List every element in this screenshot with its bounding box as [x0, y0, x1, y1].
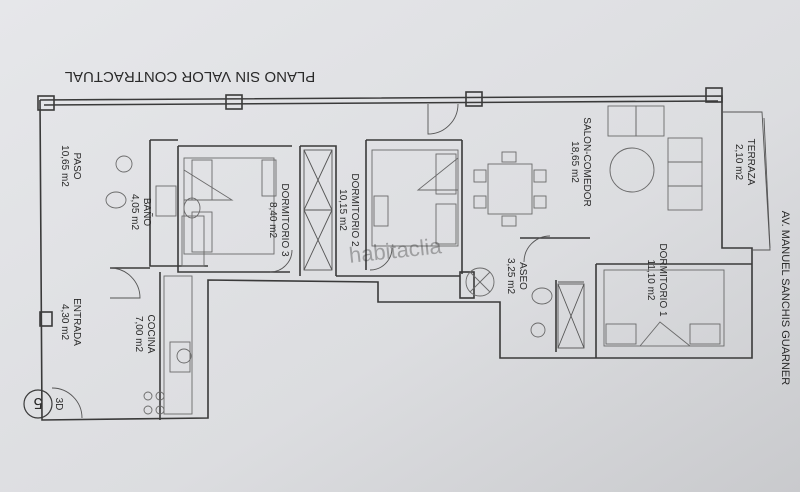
room-aseo: ASEO 3,25 m2	[505, 258, 528, 295]
room-dormitorio-3: DORMITORIO 3 8,40 m2	[267, 183, 290, 257]
room-area: 7,00 m2	[133, 316, 144, 353]
unit-number: 5	[33, 394, 42, 411]
room-bano: BAÑO 4,05 m2	[129, 194, 154, 231]
room-area: 3,25 m2	[505, 258, 516, 295]
room-name: ASEO	[517, 262, 528, 290]
room-dormitorio-2: DORMITORIO 2 10,15 m2	[337, 173, 360, 247]
wardrobes	[303, 149, 333, 271]
room-area: 2,10 m2	[733, 144, 744, 181]
room-area: 11,10 m2	[645, 260, 656, 301]
room-name: PASO	[71, 152, 82, 179]
room-salon: SALON-COMEDOR 18,65 m2	[569, 117, 592, 206]
room-name: SALON-COMEDOR	[581, 117, 592, 206]
room-cocina: COCINA 7,00 m2	[133, 315, 156, 354]
bed-dormitorio-1	[603, 269, 725, 347]
door-code: 3D	[53, 398, 64, 411]
room-name: DORMITORIO 3	[279, 183, 290, 257]
room-entrada: ENTRADA 4,30 m2	[59, 298, 82, 346]
room-area: 18,65 m2	[569, 141, 580, 183]
room-name: ENTRADA	[71, 298, 82, 346]
interior-walls	[110, 139, 752, 420]
doors	[51, 103, 551, 419]
kitchen-counter	[143, 275, 193, 415]
room-area: 10,65 m2	[59, 145, 70, 187]
room-name: BAÑO	[141, 198, 154, 227]
structural-columns	[37, 87, 723, 327]
salon-furniture	[473, 105, 703, 227]
room-area: 4,05 m2	[129, 194, 140, 231]
room-terraza: TERRAZA 2,10 m2	[733, 139, 756, 186]
bed-dormitorio-2	[371, 149, 459, 247]
room-area: 8,40 m2	[267, 202, 278, 239]
room-name: COCINA	[145, 315, 156, 354]
room-dormitorio-1: DORMITORIO 1 11,10 m2	[645, 243, 668, 317]
room-area: 10,15 m2	[337, 189, 348, 231]
room-paso: PASO 10,65 m2	[59, 145, 82, 187]
unit-marker-circle	[23, 389, 53, 419]
room-area: 4,30 m2	[59, 304, 70, 341]
room-labels: SALON-COMEDOR 18,65 m2 TERRAZA 2,10 m2 D…	[59, 117, 756, 353]
bathroom-fixtures	[105, 155, 553, 338]
street-name: AV. MANUEL SANCHIS GUARNER	[779, 211, 791, 385]
plan-title: PLANO SIN VALOR CONTRACTUAL	[65, 68, 316, 85]
outer-walls	[39, 95, 771, 421]
room-name: DORMITORIO 1	[657, 243, 668, 317]
room-name: TERRAZA	[745, 139, 756, 186]
room-name: DORMITORIO 2	[349, 173, 360, 247]
